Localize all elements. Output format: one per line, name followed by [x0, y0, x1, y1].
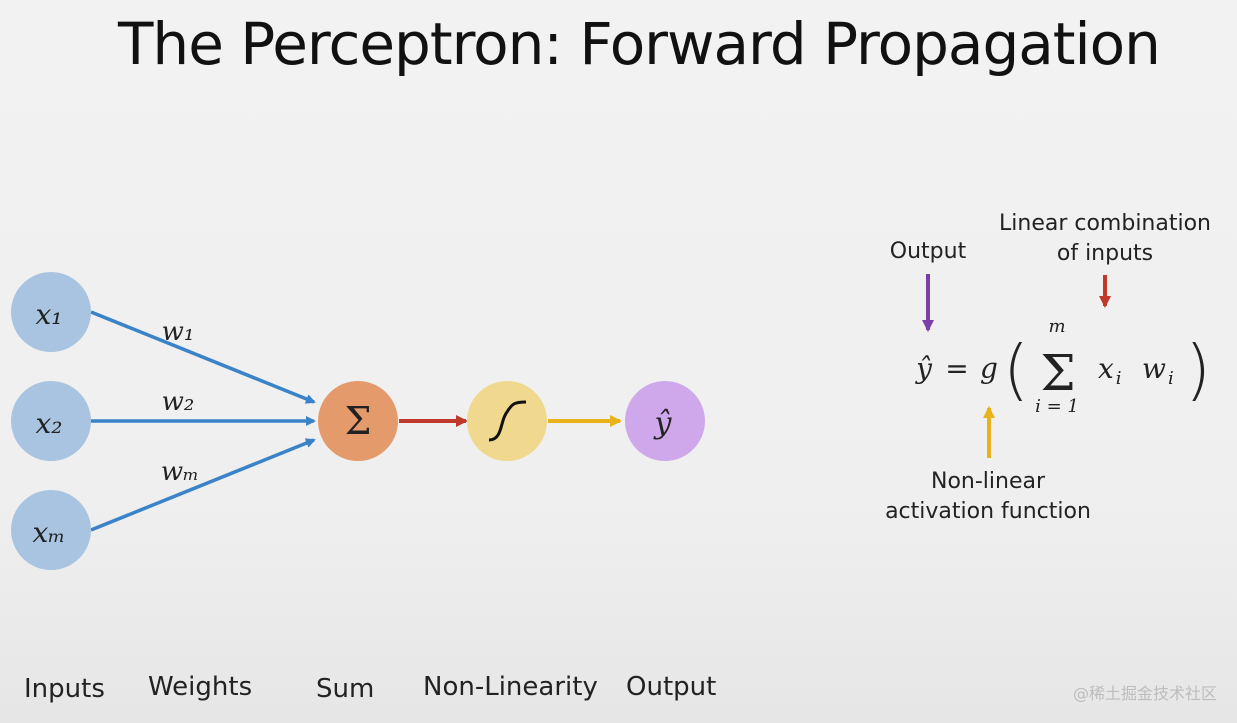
equation-sum-upper: m	[1048, 316, 1065, 337]
weight-label-wm: wₘ	[161, 457, 199, 487]
equation-xi-sub: i	[1116, 368, 1122, 389]
nonlinearity-node	[467, 381, 547, 461]
equation-xi-base: x	[1098, 352, 1114, 385]
equation-g: g	[980, 352, 998, 385]
input-label-x1: x₁	[35, 298, 62, 331]
annotation-nonlinear-line1: Non-linear	[931, 469, 1046, 494]
label-output: Output	[626, 672, 717, 702]
input-node-x1	[11, 272, 91, 352]
weight-label-w1: w₁	[162, 317, 195, 347]
equation-wi-sub: i	[1168, 368, 1174, 389]
label-inputs: Inputs	[24, 674, 105, 704]
equation-wi-base: w	[1142, 352, 1166, 385]
label-sum: Sum	[316, 674, 375, 704]
annotation-linear-line1: Linear combination	[999, 211, 1211, 236]
page-title: The Perceptron: Forward Propagation	[118, 10, 1161, 78]
annotation-linear-line2: of inputs	[1057, 241, 1153, 266]
output-node	[625, 381, 705, 461]
annotation-nonlinear-line2: activation function	[885, 499, 1091, 524]
annotation-output: Output	[890, 239, 967, 264]
sum-symbol: Σ	[345, 399, 372, 443]
input-label-xm: xₘ	[33, 516, 66, 549]
equation-right-paren: )	[1185, 331, 1211, 408]
label-weights: Weights	[148, 672, 253, 702]
weight-edge-m	[90, 438, 316, 532]
sigmoid-icon	[488, 400, 527, 442]
output-node-label: ŷ	[653, 406, 673, 441]
input-node-xm	[11, 490, 91, 570]
watermark: @稀土掘金技术社区	[1072, 684, 1217, 703]
equation-left-paren: (	[1003, 331, 1029, 408]
weight-label-w2: w₂	[162, 387, 195, 417]
sum-node	[318, 381, 398, 461]
equation-equals: =	[945, 352, 968, 385]
equation-sum-lower: i = 1	[1035, 396, 1079, 417]
weight-edge-1	[90, 310, 316, 404]
input-label-x2: x₂	[35, 407, 62, 440]
equation-sigma: Σ	[1040, 344, 1075, 402]
label-nonlinearity: Non-Linearity	[423, 672, 598, 702]
equation-yhat: ŷ	[914, 352, 933, 385]
input-node-x2	[11, 381, 91, 461]
